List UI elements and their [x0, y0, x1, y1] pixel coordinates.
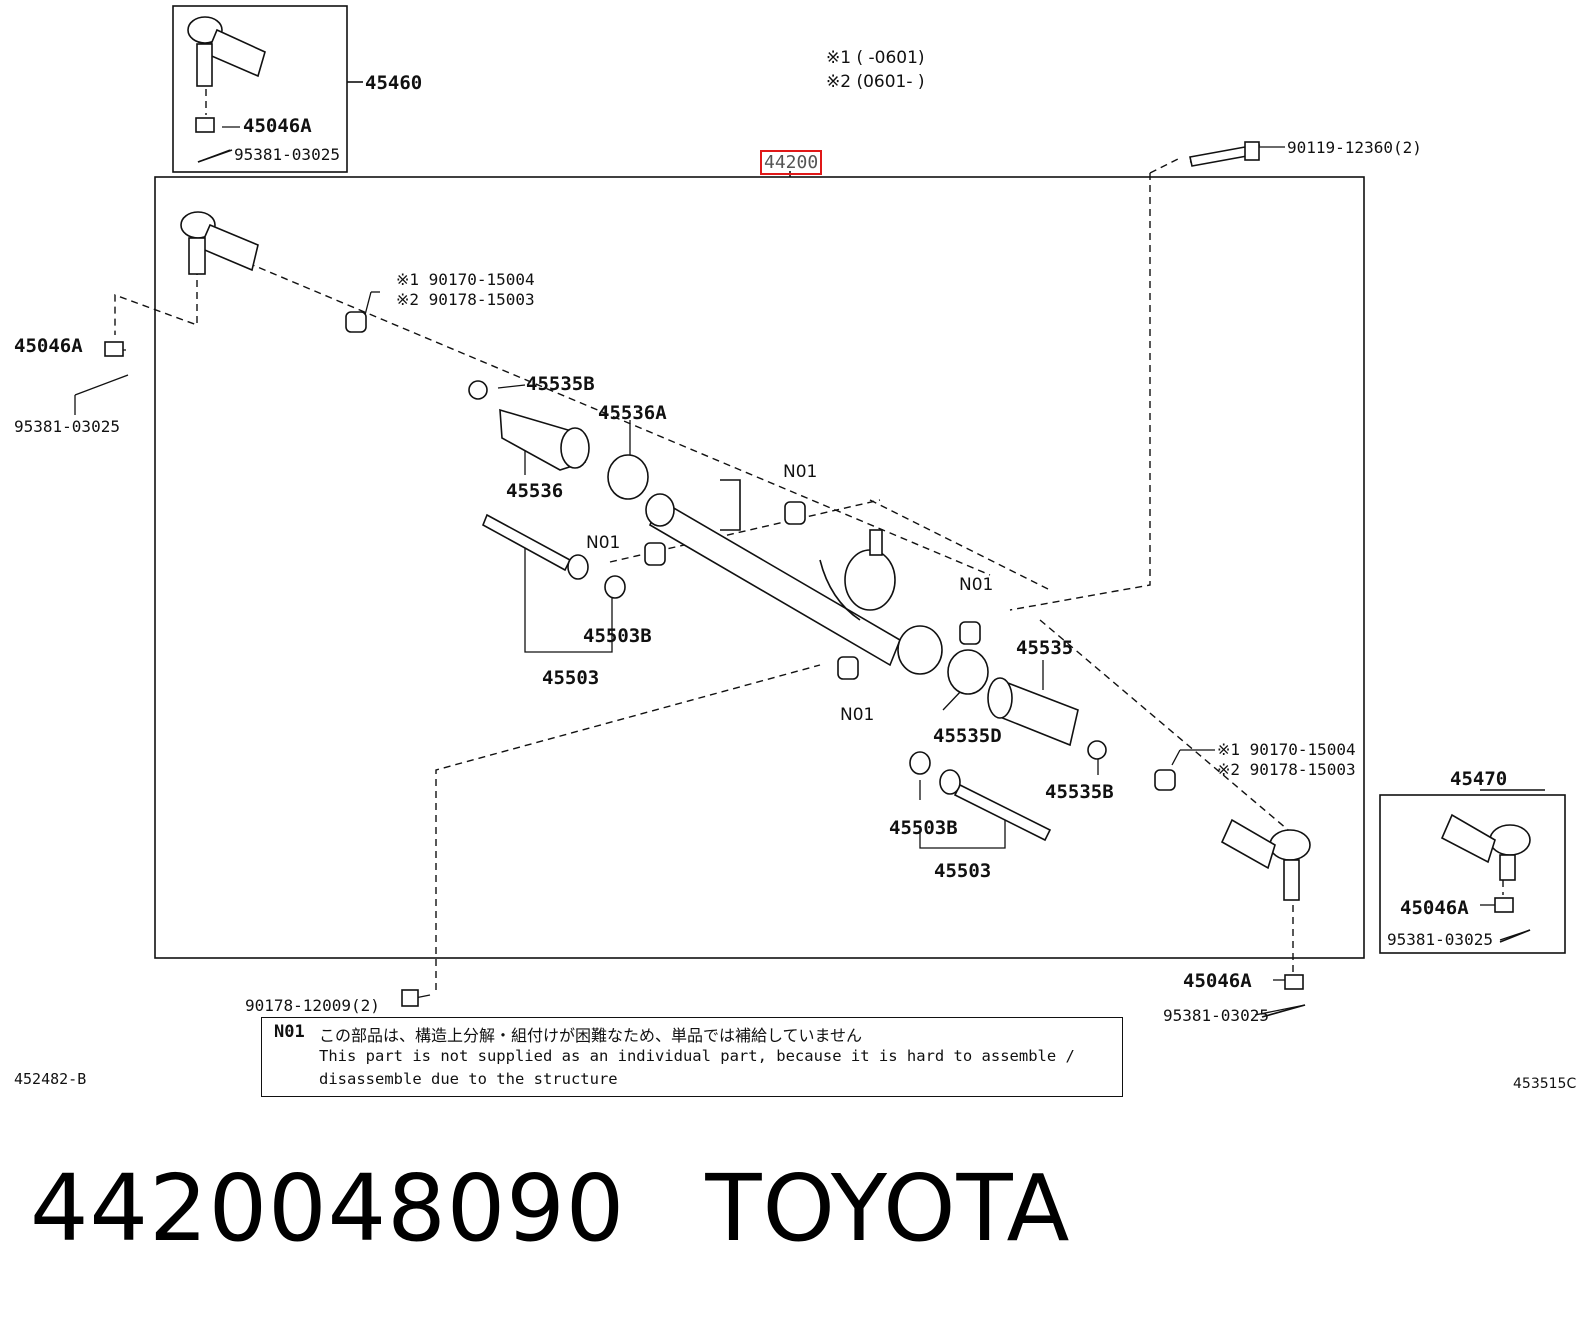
diagram-ref-left: 452482-B	[14, 1070, 87, 1088]
footer-brand: TOYOTA	[705, 1155, 1071, 1262]
assembly-number-44200[interactable]: 44200	[760, 150, 823, 175]
inset-box-45470	[1379, 794, 1566, 954]
part-label-45535B-lower[interactable]: 45535B	[1045, 781, 1114, 803]
n01-bushing-icon	[644, 542, 666, 566]
part-label-45046A-inset-right[interactable]: 45046A	[1400, 897, 1469, 919]
part-label-45536A[interactable]: 45536A	[598, 402, 667, 424]
inner-tie-rod-left	[481, 513, 589, 580]
part-label-45503-right[interactable]: 45503	[934, 860, 992, 882]
part-label-95381-top[interactable]: 95381-03025	[234, 145, 340, 164]
part-label-95381-inset-right[interactable]: 95381-03025	[1387, 930, 1493, 949]
n01-label-c[interactable]: N01	[959, 575, 994, 595]
cotter-pin-icon	[1261, 1004, 1306, 1018]
assembly-frame	[154, 176, 1365, 959]
part-label-90178-12009[interactable]: 90178-12009(2)	[245, 996, 380, 1015]
cotter-pin-icon	[197, 149, 233, 163]
n01-label-b[interactable]: N01	[586, 533, 621, 553]
legend-japanese: この部品は、構造上分解・組付けが困難なため、単品では補給していません	[319, 1026, 863, 1045]
footer-title: 4420048090 TOYOTA	[30, 1155, 1071, 1262]
inset-box-45460	[172, 5, 348, 173]
part-label-45046A-left[interactable]: 45046A	[14, 335, 83, 357]
nut-icon	[104, 341, 124, 357]
tie-rod-end-right-inset	[1440, 813, 1531, 881]
n01-bushing-icon	[784, 501, 806, 525]
subpart-label-right-1[interactable]: ※1 90170-15004	[1217, 740, 1356, 759]
part-label-45046A-bottom[interactable]: 45046A	[1183, 970, 1252, 992]
tie-rod-end-left	[180, 211, 259, 275]
n01-legend: N01 この部品は、構造上分解・組付けが困難なため、単品では補給していません T…	[261, 1017, 1123, 1097]
part-label-45460[interactable]: 45460	[365, 72, 423, 94]
washer-icon	[604, 575, 626, 599]
n01-label-a[interactable]: N01	[783, 462, 818, 482]
footer-part-number: 4420048090	[30, 1155, 626, 1262]
diagram-ref-right: 453515C	[1513, 1076, 1577, 1092]
nut-icon	[1494, 897, 1514, 913]
subpart-label-right-2[interactable]: ※2 90178-15003	[1217, 760, 1356, 779]
variant-note-1: ※1 ( -0601)	[826, 48, 925, 68]
part-label-45046A-top[interactable]: 45046A	[243, 115, 312, 137]
clamp-icon	[1087, 740, 1107, 760]
washer-icon	[909, 751, 931, 775]
bolt-head-icon	[401, 989, 419, 1007]
tie-rod-end-inset	[187, 16, 266, 87]
legend-english-line2: disassemble due to the structure	[319, 1070, 618, 1088]
bolt-icon	[1189, 146, 1248, 167]
boot-left	[499, 408, 590, 471]
subpart-label-left-2[interactable]: ※2 90178-15003	[396, 290, 535, 309]
clamp-icon	[607, 454, 649, 500]
part-label-95381-left[interactable]: 95381-03025	[14, 417, 120, 436]
n01-bushing-icon	[837, 656, 859, 680]
cotter-pin-icon	[1499, 929, 1531, 943]
part-label-45535D[interactable]: 45535D	[933, 725, 1002, 747]
part-label-45536[interactable]: 45536	[506, 480, 564, 502]
part-label-45470[interactable]: 45470	[1450, 768, 1508, 790]
legend-key: N01	[274, 1022, 305, 1042]
bushing-icon	[1154, 769, 1176, 791]
bolt-head-icon	[1244, 141, 1260, 161]
part-label-45503B-right[interactable]: 45503B	[889, 817, 958, 839]
subpart-label-left-1[interactable]: ※1 90170-15004	[396, 270, 535, 289]
part-label-90119[interactable]: 90119-12360(2)	[1287, 138, 1422, 157]
tie-rod-end-right	[1220, 818, 1311, 901]
part-label-95381-bottom[interactable]: 95381-03025	[1163, 1006, 1269, 1025]
bushing-icon	[345, 311, 367, 333]
part-label-45535B-upper[interactable]: 45535B	[526, 373, 595, 395]
part-label-45535[interactable]: 45535	[1016, 637, 1074, 659]
legend-english-line1: This part is not supplied as an individu…	[319, 1047, 1075, 1065]
inner-tie-rod-right	[939, 769, 1052, 842]
variant-note-2: ※2 (0601- )	[826, 72, 925, 92]
part-label-45503-left[interactable]: 45503	[542, 667, 600, 689]
rack-housing	[645, 479, 943, 675]
clamp-icon	[468, 380, 488, 400]
clamp-icon	[947, 649, 989, 695]
boot-right	[987, 677, 1079, 747]
n01-label-d[interactable]: N01	[840, 705, 875, 725]
nut-icon	[195, 117, 215, 133]
part-label-45503B-left[interactable]: 45503B	[583, 625, 652, 647]
n01-bushing-icon	[959, 621, 981, 645]
nut-icon	[1284, 974, 1304, 990]
